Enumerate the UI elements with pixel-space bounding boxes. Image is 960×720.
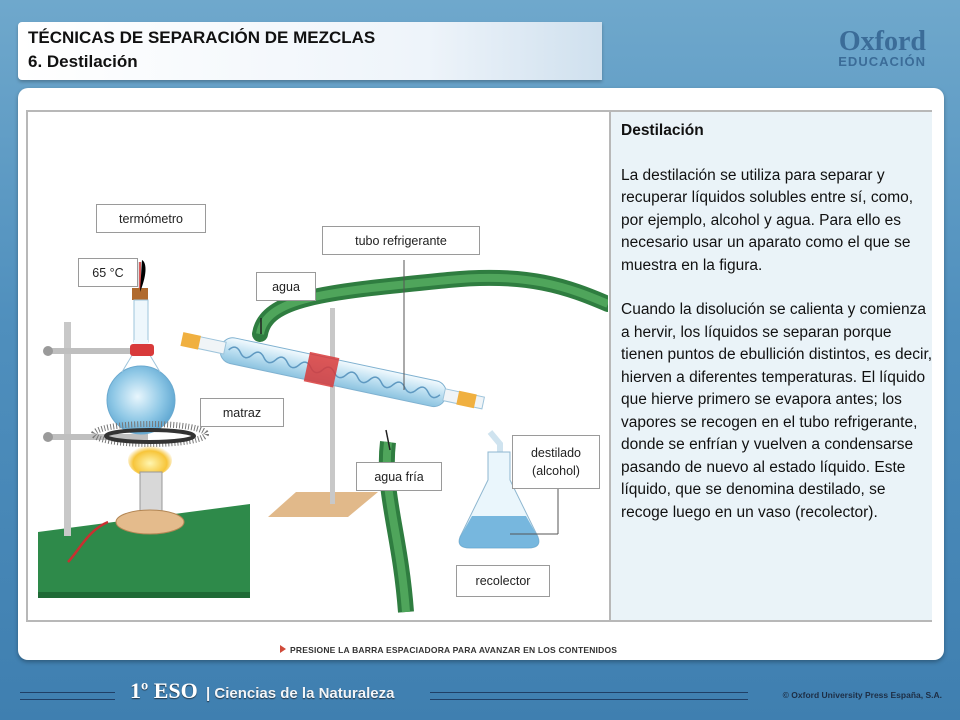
description-heading: Destilación <box>621 122 704 139</box>
distillation-diagram: termómetro 65 °C matraz agua tubo refrig… <box>28 112 616 620</box>
play-arrow-icon <box>280 645 286 653</box>
description-text: Destilación La destilación se utiliza pa… <box>621 120 933 524</box>
content-panel: termómetro 65 °C matraz agua tubo refrig… <box>18 88 944 660</box>
footer-divider-right <box>430 692 748 700</box>
label-recolector: recolector <box>456 565 550 597</box>
footer-divider-left <box>20 692 115 700</box>
footer-level: 1º ESO <box>130 678 198 703</box>
label-termometro: termómetro <box>96 204 206 233</box>
wire-gauze <box>91 421 209 447</box>
stand-base <box>268 492 378 517</box>
advance-hint[interactable]: PRESIONE LA BARRA ESPACIADORA PARA AVANZ… <box>290 645 618 655</box>
page-title: TÉCNICAS DE SEPARACIÓN DE MEZCLAS <box>28 28 376 47</box>
description-paragraph-2: Cuando la disolución se calienta y comie… <box>621 301 933 521</box>
copyright: © Oxford University Press España, S.A. <box>782 690 942 700</box>
footer-bar: 1º ESO | Ciencias de la Naturaleza © Oxf… <box>0 670 960 720</box>
logo-brand: Oxford <box>838 26 926 57</box>
description-column: Destilación La destilación se utiliza pa… <box>609 112 932 620</box>
burner-base <box>115 509 185 535</box>
label-tubo-refrigerante: tubo refrigerante <box>322 226 480 255</box>
boiling-flask <box>106 365 176 435</box>
label-matraz: matraz <box>200 398 284 427</box>
title-box: TÉCNICAS DE SEPARACIÓN DE MEZCLAS 6. Des… <box>18 22 602 80</box>
label-destilado: destilado (alcohol) <box>512 435 600 489</box>
footer-course: | Ciencias de la Naturaleza <box>206 685 395 702</box>
label-temperatura: 65 °C <box>78 258 138 287</box>
content-frame: termómetro 65 °C matraz agua tubo refrig… <box>26 110 932 622</box>
description-paragraph-1: La destilación se utiliza para separar y… <box>621 166 914 274</box>
page-subtitle: 6. Destilación <box>28 52 138 71</box>
logo-sub: EDUCACIÓN <box>838 54 926 69</box>
apparatus-illustration <box>38 260 616 613</box>
base-board <box>38 504 250 592</box>
oxford-logo: Oxford EDUCACIÓN <box>838 26 926 70</box>
label-agua-fria: agua fría <box>356 462 442 491</box>
label-agua: agua <box>256 272 316 301</box>
